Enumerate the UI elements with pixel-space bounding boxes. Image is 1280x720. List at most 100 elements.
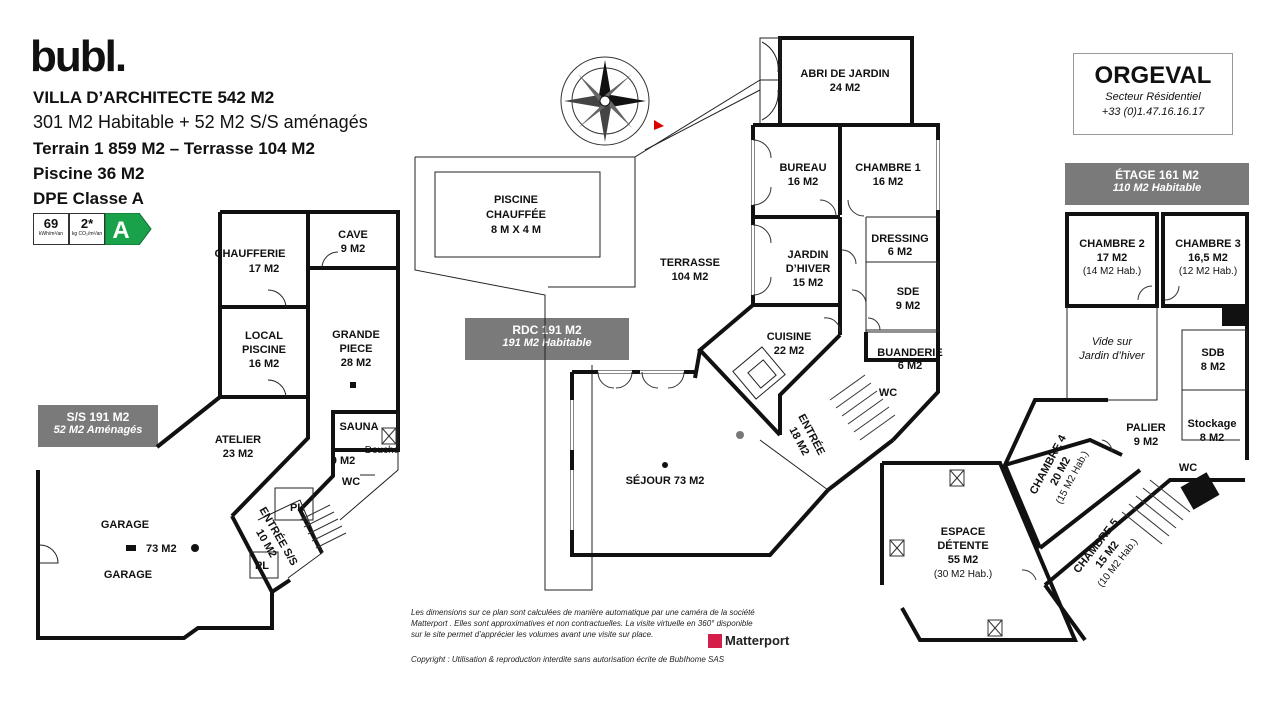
room-piscine-sub: CHAUFFÉE: [486, 208, 546, 221]
room-sde-name: SDE: [897, 286, 920, 298]
room-pl-2: PL: [255, 560, 269, 572]
room-atelier-name: ATELIER: [215, 434, 261, 446]
matterport-name: Matterport: [725, 633, 790, 648]
disclaimer-text: Les dimensions sur ce plan sont calculée…: [411, 607, 841, 640]
disclaimer-line1: Les dimensions sur ce plan sont calculée…: [411, 608, 755, 617]
room-buanderie-area: 6 M2: [898, 360, 922, 372]
level-tag-ss: S/S 191 M2 52 M2 Aménagés: [38, 405, 158, 447]
dpe-class-arrow: A: [105, 213, 152, 245]
room-dressing-area: 6 M2: [888, 246, 912, 258]
room-sdb-area: 8 M2: [1201, 361, 1225, 373]
room-chambre3-name: CHAMBRE 3: [1175, 238, 1240, 250]
level-ss-title: S/S 191 M2: [66, 410, 130, 424]
level-rdc-sub: 191 M2 Habitable: [502, 337, 592, 349]
room-chambre2-area: 17 M2: [1097, 252, 1128, 264]
room-chambre2-name: CHAMBRE 2: [1079, 238, 1144, 250]
room-grande-sub: PIECE: [339, 343, 372, 355]
room-chaufferie-area: 17 M2: [249, 263, 280, 275]
room-jardin-sub: D’HIVER: [786, 263, 831, 275]
room-abri-area: 24 M2: [830, 82, 861, 94]
room-piscine-dim: 8 M X 4 M: [491, 224, 541, 236]
room-grande-name: GRANDE: [332, 329, 380, 341]
room-vide-line1: Vide sur: [1092, 336, 1133, 348]
room-stockage-area: 8 M2: [1200, 432, 1224, 444]
room-palier-area: 9 M2: [1134, 436, 1158, 448]
room-vide-line2: Jardin d’hiver: [1078, 350, 1146, 362]
room-cuisine-area: 22 M2: [774, 345, 805, 357]
disclaimer-line2: Matterport . Elles sont approximatives e…: [411, 619, 753, 628]
room-sejour: SÉJOUR 73 M2: [626, 474, 705, 487]
dpe-summary: DPE Classe A: [33, 189, 144, 208]
room-chambre1-area: 16 M2: [873, 176, 904, 188]
copyright-text: Copyright : Utilisation & reproduction i…: [411, 655, 725, 664]
room-grande-area: 28 M2: [341, 357, 372, 369]
room-wc-etage: WC: [1179, 462, 1197, 474]
city-name: ORGEVAL: [1094, 62, 1212, 89]
plan-etage: CHAMBRE 2 17 M2 (14 M2 Hab.) CHAMBRE 3 1…: [880, 212, 1249, 642]
room-local-area: 16 M2: [249, 358, 280, 370]
room-garage-name-bottom: GARAGE: [104, 569, 152, 581]
matterport-brand: Matterport: [708, 633, 789, 648]
room-palier-name: PALIER: [1126, 422, 1166, 434]
room-terrasse-name: TERRASSE: [660, 257, 720, 269]
room-chambre3-hab: (12 M2 Hab.): [1179, 266, 1237, 277]
room-garage-area: 73 M2: [146, 543, 177, 555]
room-pl-1: PL: [290, 502, 304, 514]
room-local-name: LOCAL: [245, 330, 283, 342]
room-espace-hab: (30 M2 Hab.): [934, 569, 992, 580]
phone-text: +33 (0)1.47.16.16.17: [1101, 106, 1205, 118]
location-card: ORGEVAL Secteur Résidentiel +33 (0)1.47.…: [1073, 53, 1233, 135]
habitable-summary: 301 M2 Habitable + 52 M2 S/S aménagés: [33, 112, 368, 132]
disclaimer-line3: sur le site permet d’apprécier les volum…: [411, 630, 654, 639]
room-chambre2-hab: (14 M2 Hab.): [1083, 266, 1141, 277]
level-etage-sub: 110 M2 Habitable: [1112, 182, 1202, 194]
room-bureau-name: BUREAU: [779, 162, 826, 174]
dpe-ges-unit: kg CO₂/m²/an: [71, 231, 103, 237]
room-douche-name: Douche: [365, 445, 400, 456]
sector-text: Secteur Résidentiel: [1105, 91, 1201, 103]
room-chambre1-name: CHAMBRE 1: [855, 162, 920, 174]
room-chaufferie-name: CHAUFFERIE: [215, 248, 286, 260]
dpe-badge: 69 kWh/m²/an 2* kg CO₂/m²/an A: [33, 213, 152, 245]
room-bureau-area: 16 M2: [788, 176, 819, 188]
room-local-sub: PISCINE: [242, 344, 286, 356]
room-espace-sub: DÉTENTE: [937, 539, 988, 552]
pool-summary: Piscine 36 M2: [33, 164, 145, 183]
room-chambre3-area: 16,5 M2: [1188, 252, 1228, 264]
room-espace-name: ESPACE: [941, 526, 985, 538]
dpe-ges-value: 2*: [80, 216, 94, 231]
room-stockage-name: Stockage: [1188, 418, 1237, 430]
property-title: VILLA D’ARCHITECTE 542 M2: [33, 88, 275, 107]
room-jardin-name: JARDIN: [788, 249, 829, 261]
room-garage-name-top: GARAGE: [101, 519, 149, 531]
room-atelier-area: 23 M2: [223, 448, 254, 460]
room-piscine-name: PISCINE: [494, 194, 538, 206]
level-tag-rdc: RDC 191 M2 191 M2 Habitable: [465, 318, 629, 360]
level-etage-title: ÉTAGE 161 M2: [1115, 168, 1199, 182]
room-wc-rdc: WC: [879, 387, 897, 399]
room-cuisine-name: CUISINE: [767, 331, 812, 343]
level-tag-etage: ÉTAGE 161 M2 110 M2 Habitable: [1065, 163, 1249, 205]
plan-ss: CHAUFFERIE 17 M2 CAVE 9 M2 LOCAL PISCINE…: [36, 210, 400, 640]
dpe-class-letter: A: [112, 217, 129, 244]
room-cave-name: CAVE: [338, 229, 368, 241]
room-sauna-area: 9 M2: [331, 455, 355, 467]
room-buanderie-name: BUANDERIE: [877, 347, 942, 359]
bubl-logo: bubl.: [30, 32, 127, 81]
room-espace-area: 55 M2: [948, 554, 979, 566]
room-dressing-name: DRESSING: [871, 233, 928, 245]
dpe-energy-value: 69: [43, 216, 59, 231]
room-jardin-area: 15 M2: [793, 277, 824, 289]
room-terrasse-area: 104 M2: [672, 271, 709, 283]
matterport-logo-icon: [708, 633, 722, 648]
level-rdc-title: RDC 191 M2: [512, 323, 582, 337]
level-ss-sub: 52 M2 Aménagés: [53, 424, 143, 436]
room-sauna-name: SAUNA: [339, 421, 378, 433]
plan-rdc: PISCINE CHAUFFÉE 8 M X 4 M TERRASSE 104 …: [414, 36, 943, 591]
room-cave-area: 9 M2: [341, 243, 365, 255]
room-abri-name: ABRI DE JARDIN: [800, 68, 889, 80]
room-sde-area: 9 M2: [896, 300, 920, 312]
terrain-summary: Terrain 1 859 M2 – Terrasse 104 M2: [33, 139, 315, 158]
room-sdb-name: SDB: [1201, 347, 1224, 359]
